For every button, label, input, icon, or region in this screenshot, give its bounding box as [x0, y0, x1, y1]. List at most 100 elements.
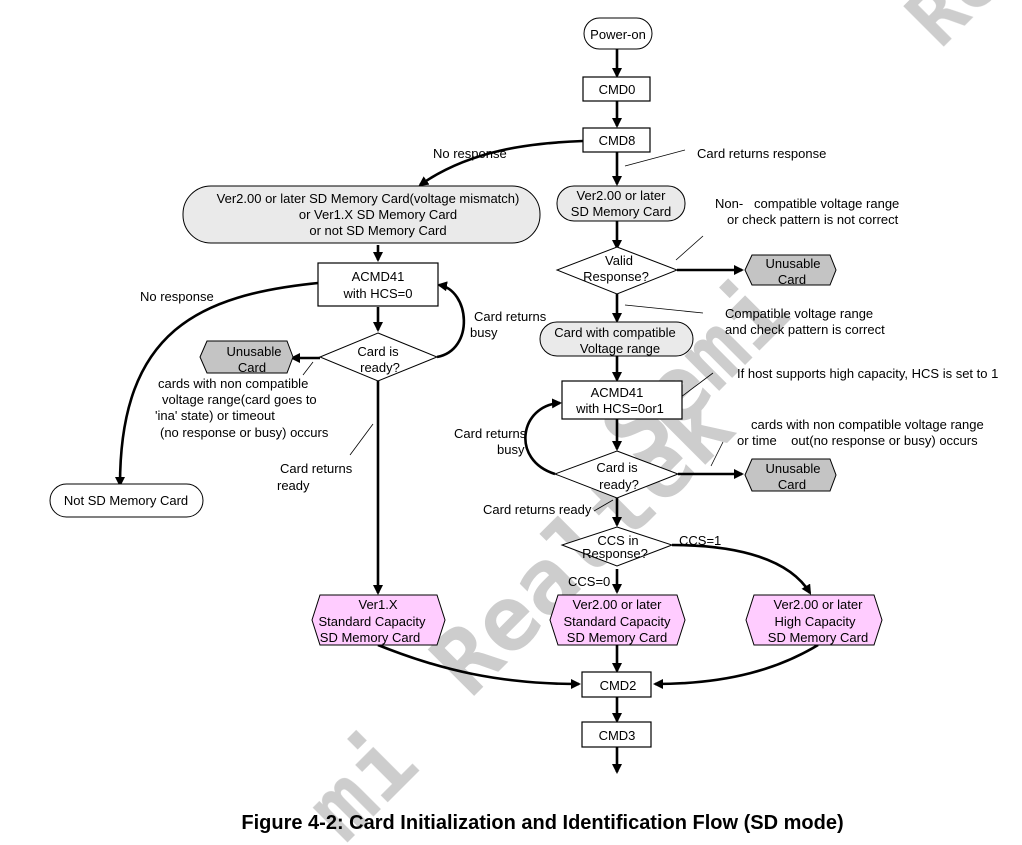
- node-legacy-line2: or Ver1.X SD Memory Card: [299, 207, 457, 222]
- leader-line: [676, 372, 714, 401]
- label-nc-left-3: 'ina' state) or timeout: [155, 408, 275, 423]
- node-not-sd-card: Not SD Memory Card: [49, 483, 204, 518]
- label-nc-left-1: cards with non compatible: [158, 376, 308, 391]
- node-compatible-line2: Voltage range: [580, 341, 660, 356]
- node-ver2sc-line1: Ver2.00 or later: [573, 597, 663, 612]
- node-unusable-card-left: Unusable Card: [199, 340, 294, 375]
- leader-line: [302, 361, 314, 376]
- label-busy-left-1: Card returns: [474, 309, 547, 324]
- node-power-on-text: Power-on: [590, 27, 646, 42]
- node-unusable2-line1: Unusable: [766, 461, 821, 476]
- node-valid-line2: Response?: [583, 269, 649, 284]
- node-ver2hc-line3: SD Memory Card: [768, 630, 868, 645]
- figure-caption: Figure 4-2: Card Initialization and Iden…: [241, 812, 844, 834]
- node-card-ready-right: Card is ready?: [553, 450, 680, 499]
- leader-line: [593, 499, 614, 512]
- node-valid-line1: Valid: [605, 253, 633, 268]
- edge-labels: No response Card returns response Non- c…: [140, 146, 998, 589]
- node-acmd41l-line2: with HCS=0: [343, 286, 413, 301]
- node-ver2-card: Ver2.00 or later SD Memory Card: [556, 185, 686, 222]
- label-nc-left-4: (no response or busy) occurs: [160, 425, 329, 440]
- edge-cmd8-noresponse: [418, 139, 584, 187]
- node-cmd0: CMD0: [582, 76, 651, 102]
- leader-line: [349, 423, 374, 456]
- node-unusable2-line2: Card: [778, 477, 806, 492]
- node-cmd2: CMD2: [581, 671, 652, 698]
- node-acmd41r-line1: ACMD41: [591, 385, 644, 400]
- node-acmd41-hcs0or1: ACMD41 with HCS=0or1: [561, 380, 683, 420]
- node-cmd0-text: CMD0: [599, 82, 636, 97]
- node-ver1x-line3: SD Memory Card: [320, 630, 420, 645]
- label-host-hcs: If host supports high capacity, HCS is s…: [737, 366, 998, 381]
- node-unusable-card-2: Unusable Card: [744, 458, 837, 492]
- node-legacy-or-mismatch: Ver2.00 or later SD Memory Card(voltage …: [182, 185, 541, 244]
- node-ccs-line1: CCS in: [597, 533, 638, 548]
- edge-ver1x-cmd2: [377, 643, 581, 689]
- node-compatible-card: Card with compatible Voltage range: [539, 321, 694, 357]
- leader-lines: [302, 149, 724, 512]
- leader-line: [710, 441, 724, 467]
- edge-ver2hc-cmd2: [653, 643, 819, 689]
- node-readyr-line2: ready?: [599, 477, 639, 492]
- node-ver2-line1: Ver2.00 or later: [577, 188, 667, 203]
- node-acmd41-hcs0: ACMD41 with HCS=0: [317, 262, 439, 307]
- edge-acmd41-noresponse: [115, 281, 319, 487]
- node-acmd41l-line1: ACMD41: [352, 269, 405, 284]
- edges: [115, 49, 819, 774]
- node-ver2sc-line2: Standard Capacity: [564, 614, 671, 629]
- node-notsd-text: Not SD Memory Card: [64, 493, 188, 508]
- node-ver2hc-line1: Ver2.00 or later: [774, 597, 864, 612]
- node-ver1x-line2: Standard Capacity: [319, 614, 426, 629]
- node-valid-response: Valid Response?: [555, 246, 679, 295]
- node-ver1x-standard: Ver1.X Standard Capacity SD Memory Card: [311, 594, 446, 646]
- label-compatible-2: and check pattern is correct: [725, 322, 885, 337]
- node-compatible-line1: Card with compatible: [554, 325, 675, 340]
- label-card-returns-response: Card returns response: [697, 146, 826, 161]
- node-ver2hc-line2: High Capacity: [775, 614, 856, 629]
- label-ready-left-2: ready: [277, 478, 310, 493]
- node-ccs-decision: CCS in Response?: [560, 526, 674, 567]
- label-ready-right: Card returns ready: [483, 502, 592, 517]
- node-ver1x-line1: Ver1.X: [358, 597, 397, 612]
- node-unusablel-line2: Card: [238, 360, 266, 375]
- label-nc-right-2: or time out(no response or busy) occurs: [737, 433, 978, 448]
- leader-line: [624, 149, 686, 167]
- node-unusable-card-1: Unusable Card: [744, 254, 837, 287]
- node-legacy-line3: or not SD Memory Card: [309, 223, 446, 238]
- label-ccs0: CCS=0: [568, 574, 610, 589]
- node-acmd41r-line2: with HCS=0or1: [575, 401, 664, 416]
- label-no-response-cmd8: No response: [433, 146, 507, 161]
- label-no-response-acmd41: No response: [140, 289, 214, 304]
- label-nc-right-1: cards with non compatible voltage range: [751, 417, 984, 432]
- node-readyr-line1: Card is: [596, 460, 638, 475]
- node-ver2-high-capacity: Ver2.00 or later High Capacity SD Memory…: [745, 594, 883, 646]
- node-cmd8: CMD8: [582, 127, 651, 153]
- label-busy-left-2: busy: [470, 325, 498, 340]
- label-nc-left-2: voltage range(card goes to: [162, 392, 317, 407]
- label-non-compatible-1: Non- compatible voltage range: [715, 196, 899, 211]
- node-unusable1-line2: Card: [778, 272, 806, 287]
- node-cmd3-text: CMD3: [599, 728, 636, 743]
- label-compatible-1: Compatible voltage range: [725, 306, 873, 321]
- node-cmd8-text: CMD8: [599, 133, 636, 148]
- node-ver2-line2: SD Memory Card: [571, 204, 671, 219]
- watermark-re: Re: [890, 0, 1020, 63]
- node-ccs-line2: Response?: [582, 546, 648, 561]
- node-unusablel-line1: Unusable: [227, 344, 282, 359]
- node-ver2-standard: Ver2.00 or later Standard Capacity SD Me…: [549, 594, 686, 646]
- node-card-ready-left: Card is ready?: [318, 332, 439, 382]
- node-cmd3: CMD3: [581, 721, 652, 748]
- edge-busy-loop-left: [436, 281, 466, 359]
- leader-line: [675, 235, 704, 261]
- label-ready-left-1: Card returns: [280, 461, 353, 476]
- edge-ccs1: [671, 543, 812, 595]
- label-busy-right-1: Card returns: [454, 426, 527, 441]
- node-readyl-line1: Card is: [357, 344, 399, 359]
- node-cmd2-text: CMD2: [600, 678, 637, 693]
- leader-line: [624, 304, 704, 314]
- label-busy-right-2: busy: [497, 442, 525, 457]
- node-power-on: Power-on: [583, 17, 653, 50]
- node-unusable1-line1: Unusable: [766, 256, 821, 271]
- node-legacy-line1: Ver2.00 or later SD Memory Card(voltage …: [217, 191, 520, 206]
